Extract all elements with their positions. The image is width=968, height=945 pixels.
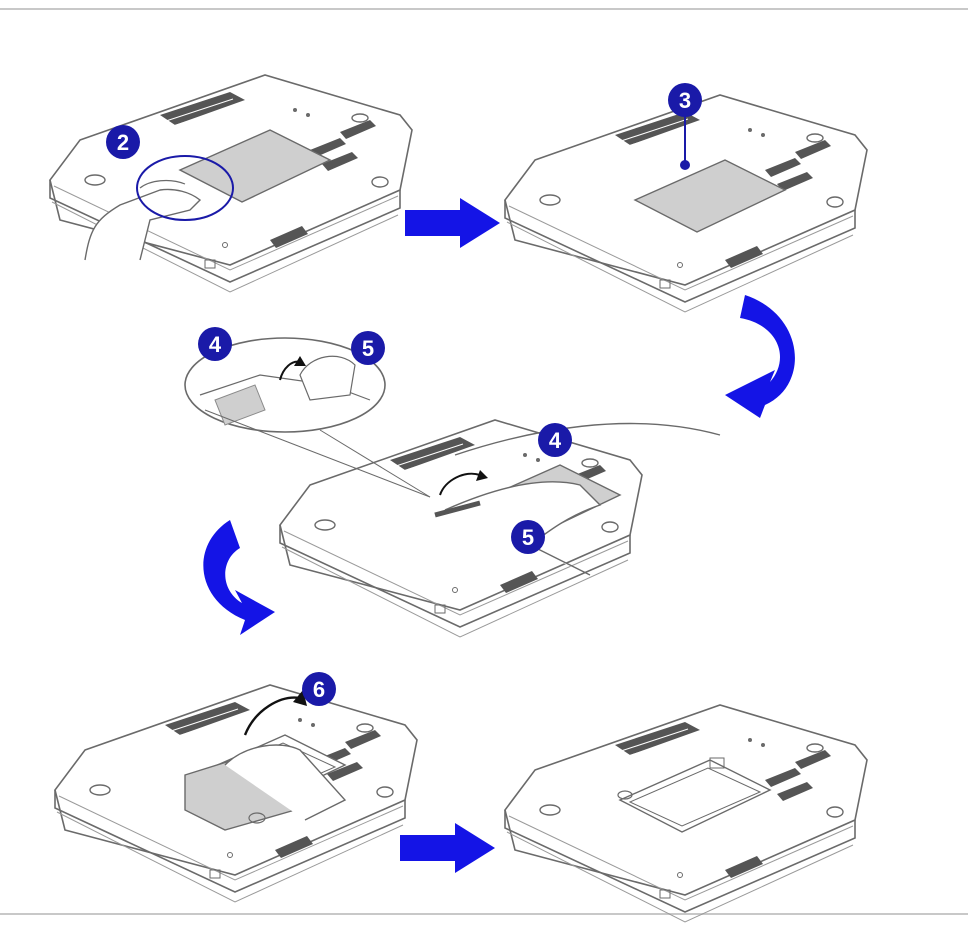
step-label: 5 [522,525,534,550]
step-label: 4 [209,332,222,357]
step-label: 3 [679,88,691,113]
step-label: 6 [313,677,325,702]
laptop-step-4-5 [280,420,720,637]
step-badge-6: 6 [302,672,336,706]
step-label: 4 [549,428,562,453]
step-badge-5: 5 [511,520,545,554]
step-label: 5 [362,336,374,361]
laptop-step-final [505,705,867,922]
step-badge-2: 2 [106,125,140,159]
step-badge-4: 4 [538,423,572,457]
arrow-curve-right [725,295,795,418]
laptop-step-6 [55,685,417,902]
step-badge-5-inset: 5 [351,331,385,365]
arrow-curve-left [203,520,275,635]
laptop-step-3 [505,95,867,312]
step-label: 2 [117,130,129,155]
laptop-step-2 [50,75,412,292]
step-badge-4-inset: 4 [198,327,232,361]
arrow-right-top [405,198,500,248]
step-badge-3: 3 [668,83,702,117]
arrow-right-bottom [400,823,495,873]
